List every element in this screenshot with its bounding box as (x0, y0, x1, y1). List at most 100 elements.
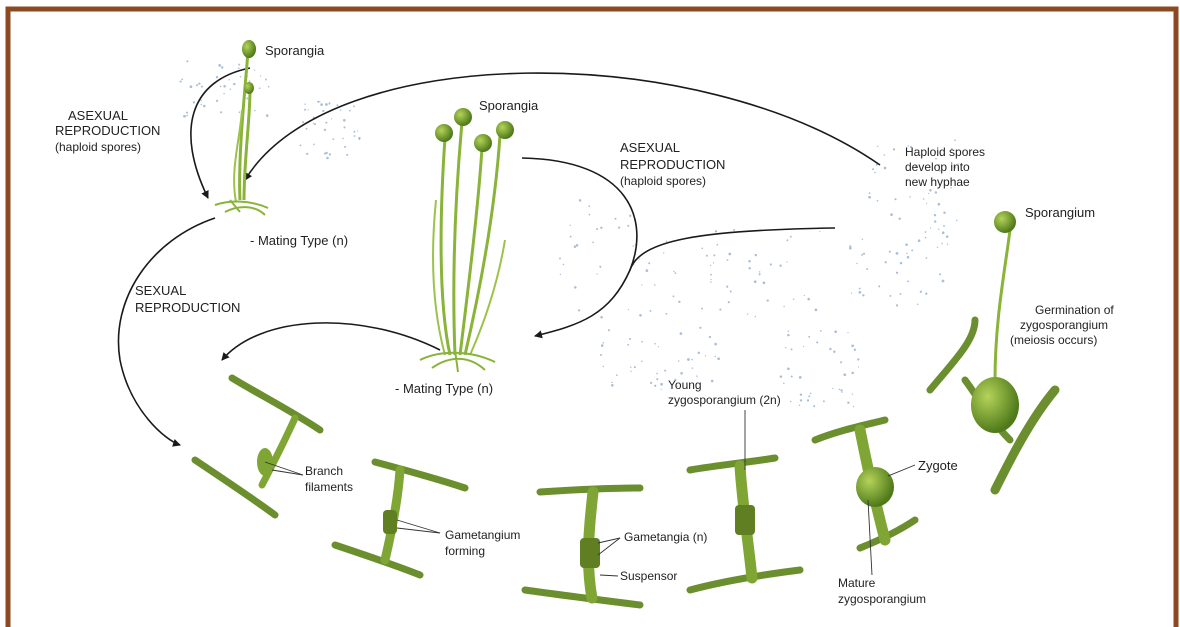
spore-dot (701, 308, 703, 310)
spore-dot (343, 119, 346, 122)
spore-dot (574, 246, 577, 249)
spore-dot (238, 67, 240, 69)
spore-dot (353, 105, 355, 107)
spore-dot (862, 239, 863, 240)
spore-dot (834, 330, 837, 333)
spore-dot (608, 329, 610, 331)
spore-dot (935, 191, 937, 193)
spore-dot (560, 274, 561, 275)
spore-dot (716, 244, 718, 246)
spore-dot (328, 103, 330, 105)
spore-dot (851, 344, 854, 347)
spore-dot (221, 66, 223, 68)
spore-dot (654, 343, 656, 345)
spore-dot (923, 198, 925, 200)
spore-dot (884, 167, 887, 170)
spore-dot (748, 267, 750, 269)
spore-dot (616, 374, 618, 376)
spore-dot (343, 126, 345, 128)
label-branch-1: Branch (305, 464, 343, 479)
spore-dot (306, 128, 308, 130)
spore-dot (800, 399, 802, 401)
label-mating-type-minus: - Mating Type (n) (250, 233, 348, 248)
spore-dot (790, 236, 792, 238)
spore-dot (687, 358, 690, 361)
spore-dot (633, 245, 634, 246)
spore-dot (862, 294, 864, 296)
spore-dot (628, 309, 629, 310)
spore-dot (665, 313, 667, 315)
spore-dot (851, 372, 854, 375)
spore-dot (780, 375, 783, 378)
spore-dot (786, 239, 788, 241)
spore-dot (588, 205, 590, 207)
spore-dot (840, 389, 842, 391)
spore-dot (755, 254, 757, 256)
arrow-center-to-sexual (222, 323, 440, 360)
spore-dot (800, 394, 802, 396)
spore-dot (663, 252, 664, 253)
spore-dot (947, 244, 948, 245)
label-mating-type-center: - Mating Type (n) (395, 381, 493, 396)
spore-dot (332, 138, 334, 140)
spore-dot (190, 85, 193, 88)
spore-dot (878, 285, 880, 287)
spore-dot (589, 214, 591, 216)
spore-dot (658, 346, 659, 347)
spore-dot (359, 139, 360, 140)
spore-dot (300, 144, 302, 146)
spore-dot (719, 309, 721, 311)
spore-dot (650, 310, 652, 312)
label-mature-1: Mature (838, 576, 875, 591)
spore-dot (943, 225, 945, 227)
spore-dot (615, 218, 617, 220)
spore-dot (680, 372, 683, 375)
spore-dot (854, 349, 856, 351)
spore-dot (597, 273, 598, 274)
spore-dot (268, 86, 270, 88)
spore-dot (326, 157, 329, 160)
spore-dot (639, 258, 640, 259)
label-young-2: zygosporangium (2n) (668, 393, 781, 408)
spore-dot (634, 366, 636, 368)
spore-dot (710, 265, 711, 266)
spore-dot (201, 86, 203, 88)
spore-dot (868, 196, 871, 199)
spore-dot (861, 254, 863, 256)
spore-dot (726, 286, 728, 288)
spore-dot (896, 272, 898, 274)
spore-dot (799, 405, 800, 406)
spore-dot (602, 342, 604, 344)
spore-dot (600, 354, 602, 356)
spore-dot (308, 109, 309, 110)
spore-dot (840, 361, 842, 363)
spore-dot (313, 144, 315, 146)
spore-dot (238, 64, 240, 66)
spore-dot (630, 366, 631, 367)
spore-dot (331, 118, 332, 119)
spore-dot (918, 239, 921, 242)
spore-dot (706, 255, 708, 257)
spore-dot (673, 271, 674, 272)
spore-dot (618, 227, 620, 229)
arrow-haploid-to-left (245, 73, 880, 180)
label-mature-2: zygosporangium (838, 592, 926, 607)
spore-dot (344, 146, 346, 148)
spore-dot (576, 244, 579, 247)
spore-dot (727, 259, 729, 261)
spore-dot (714, 343, 717, 346)
spore-dot (713, 254, 715, 256)
spore-dot (890, 213, 893, 216)
spore-dot (807, 399, 809, 401)
spore-dot (601, 344, 604, 347)
spore-dot (759, 271, 761, 273)
spore-dot (353, 131, 355, 133)
spore-dot (907, 280, 909, 282)
conjugation-stages (195, 378, 915, 605)
spore-dot (705, 355, 706, 356)
spore-dot (885, 261, 887, 263)
label-sporangia-center: Sporangia (479, 98, 538, 113)
spore-dot (857, 358, 859, 360)
label-zygote: Zygote (918, 458, 958, 473)
spore-dot (866, 268, 868, 270)
